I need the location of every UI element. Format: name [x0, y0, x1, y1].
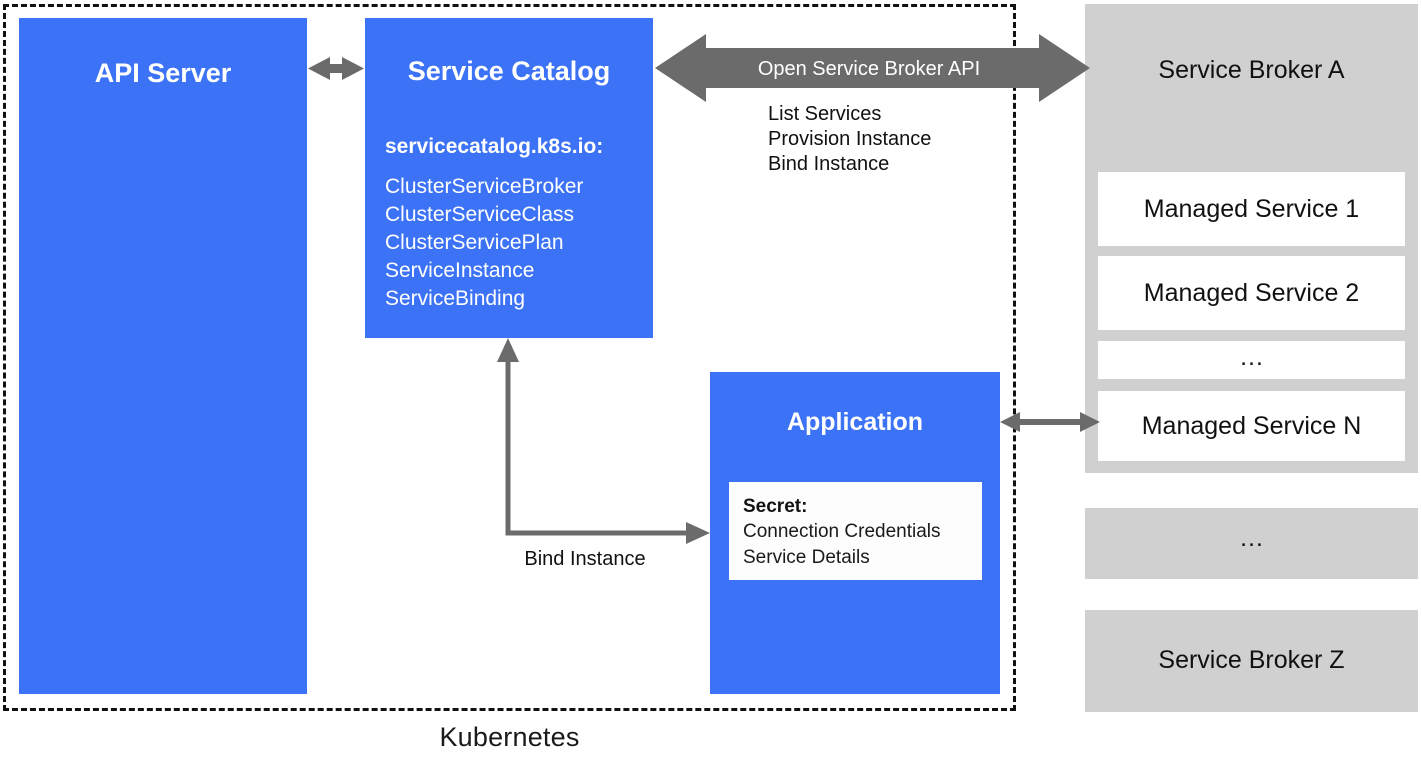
open-service-broker-api-label: Open Service Broker API — [757, 58, 981, 80]
service-catalog-title: Service Catalog — [407, 56, 611, 86]
service-catalog-resource: ClusterServiceBroker — [385, 175, 584, 198]
secret-card: Secret: Connection Credentials Service D… — [729, 482, 982, 580]
secret-line: Connection Credentials — [743, 521, 941, 542]
application-box: Application Secret: Connection Credentia… — [710, 372, 1000, 694]
api-server-box: API Server — [19, 18, 307, 694]
service-catalog-resource: ClusterServiceClass — [385, 203, 575, 226]
service-broker-z-box: Service Broker Z — [1085, 610, 1418, 712]
managed-service-ellipsis-box: … — [1098, 341, 1405, 379]
api-server-title: API Server — [94, 58, 232, 88]
service-broker-a-title: Service Broker A — [1158, 56, 1345, 84]
osb-operation: Bind Instance — [768, 153, 890, 175]
bind-instance-label: Bind Instance — [524, 548, 646, 570]
managed-service-label: Managed Service 2 — [1143, 279, 1360, 307]
service-catalog-api-group: servicecatalog.k8s.io: ClusterServiceBro… — [365, 135, 653, 313]
service-catalog-api-group-heading: servicecatalog.k8s.io: — [385, 135, 604, 158]
service-broker-ellipsis-box: … — [1085, 508, 1418, 579]
osb-operation: Provision Instance — [768, 128, 932, 150]
managed-service-label: Managed Service 1 — [1143, 195, 1360, 223]
application-title: Application — [786, 408, 924, 436]
service-catalog-resource: ServiceBinding — [385, 287, 526, 310]
service-broker-a-box: Service Broker A Managed Service 1 Manag… — [1085, 4, 1418, 473]
kubernetes-boundary — [3, 4, 1016, 711]
service-catalog-box: Service Catalog — [365, 18, 653, 338]
secret-title: Secret: — [743, 496, 808, 517]
managed-service-label: … — [1239, 343, 1264, 371]
managed-service-box: Managed Service 2 — [1098, 256, 1405, 330]
managed-service-label: Managed Service N — [1141, 412, 1362, 440]
secret-line: Service Details — [743, 547, 870, 568]
service-catalog-resource: ClusterServicePlan — [385, 231, 564, 254]
service-catalog-resource-list: ClusterServiceBroker ClusterServiceClass… — [365, 173, 653, 313]
managed-service-box: Managed Service N — [1098, 391, 1405, 461]
kubernetes-boundary-label: Kubernetes — [439, 722, 580, 752]
open-service-broker-operations: List Services Provision Instance Bind In… — [768, 102, 1098, 177]
managed-service-box: Managed Service 1 — [1098, 172, 1405, 246]
service-broker-z-title: Service Broker Z — [1158, 646, 1345, 674]
service-catalog-resource: ServiceInstance — [385, 259, 535, 282]
osb-operation: List Services — [768, 103, 882, 125]
service-broker-ellipsis-label: … — [1239, 524, 1264, 552]
